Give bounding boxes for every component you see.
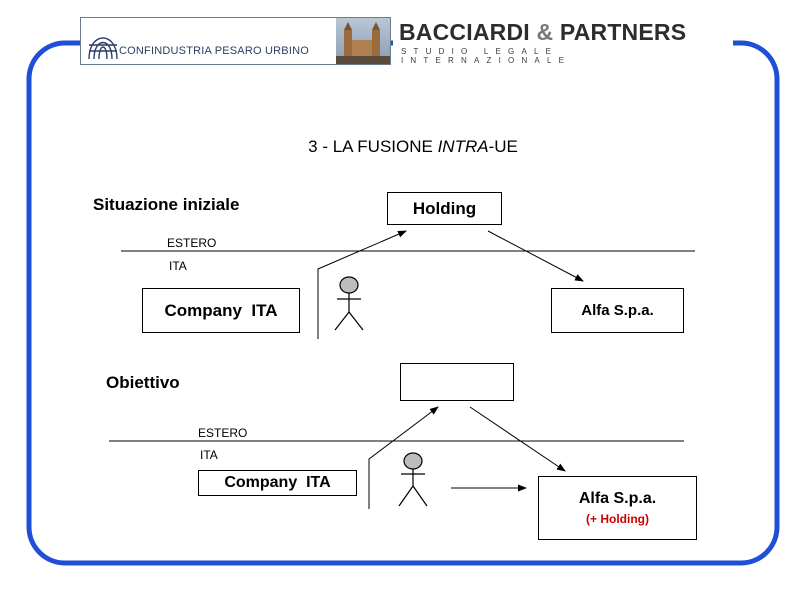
brand-name-a: BACCIARDI: [399, 19, 530, 45]
confindustria-logo: CONFINDUSTRIA PESARO URBINO: [80, 17, 391, 65]
person-icon: [334, 276, 364, 331]
arrow-company-to-holding: [317, 230, 407, 339]
alfa-holding-box: Alfa S.p.a. (+ Holding): [538, 476, 697, 540]
company-ita-label: Company ITA: [224, 474, 331, 491]
company-ita-box: Company ITA: [198, 470, 357, 496]
arrow-company-to-top: [368, 406, 439, 509]
company-ita-box: Company ITA: [142, 288, 300, 333]
brand-title: BACCIARDI & PARTNERS: [399, 19, 686, 46]
holding-label: Holding: [412, 198, 477, 218]
objective-heading: Obiettivo: [106, 373, 180, 392]
city-photo: [336, 18, 390, 64]
holding-box: Holding: [387, 192, 502, 225]
alfa-label: Alfa S.p.a.: [578, 490, 657, 507]
org-name: CONFINDUSTRIA PESARO URBINO: [119, 45, 309, 57]
confindustria-emblem-icon: [88, 37, 118, 60]
bacciardi-logo: BACCIARDI & PARTNERS STUDIO LEGALE INTER…: [393, 17, 733, 65]
alfa-box: Alfa S.p.a.: [551, 288, 684, 333]
empty-top-box: [400, 363, 514, 401]
estero-label: ESTERO: [198, 426, 248, 440]
brand-name-b: PARTNERS: [559, 19, 687, 45]
arrow-holding-to-alfa: [487, 230, 584, 282]
arrow-top-to-alfa: [469, 406, 566, 472]
ita-label: ITA: [200, 448, 218, 462]
title-prefix: 3 - LA FUSIONE: [308, 137, 438, 156]
estero-label: ESTERO: [167, 236, 217, 250]
brand-ampersand: &: [536, 19, 554, 45]
title-italic: INTRA: [437, 137, 489, 156]
brand-subtitle: STUDIO LEGALE INTERNAZIONALE: [401, 47, 572, 65]
person-icon: [398, 452, 428, 507]
alfa-label: Alfa S.p.a.: [581, 302, 654, 319]
company-ita-label: Company ITA: [164, 300, 278, 320]
slide-title: 3 - LA FUSIONE INTRA-UE: [0, 137, 800, 157]
title-suffix: -UE: [488, 137, 518, 156]
ita-label: ITA: [169, 259, 187, 273]
palace-icon: [336, 22, 390, 64]
holding-sub-label: (+ Holding): [586, 512, 649, 526]
initial-heading: Situazione iniziale: [93, 195, 240, 214]
